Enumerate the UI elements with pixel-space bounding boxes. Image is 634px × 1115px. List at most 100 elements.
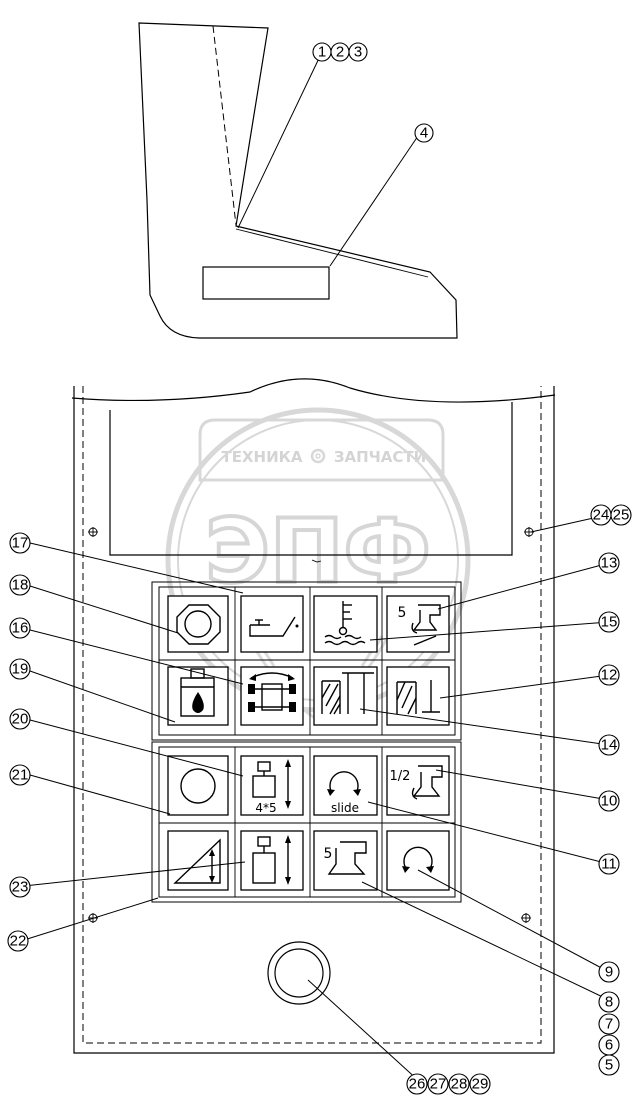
rail-icon [327,841,367,875]
callout-27: 27 [427,1073,449,1095]
callout-6: 6 [598,1034,620,1056]
svg-text:25: 25 [613,507,630,524]
key-tamping[interactable] [313,666,378,726]
mounting-screw [88,527,98,537]
svg-text:17: 17 [12,535,29,552]
callout-24: 24 [590,504,612,526]
svg-text:9: 9 [605,964,613,981]
callout-29: 29 [469,1073,491,1095]
svg-text:27: 27 [430,1076,447,1093]
keypad-lower [151,741,462,903]
rotate-arc-icon [327,771,361,796]
svg-text:15: 15 [601,614,618,631]
svg-text:29: 29 [472,1076,489,1093]
workhead-up-down-icon [252,759,291,809]
callout-13: 13 [598,552,620,574]
callout-23: 23 [9,876,31,898]
rail-icon [411,765,443,800]
callout-28: 28 [448,1073,470,1095]
watermark-text-left: ТЕХНИКА [221,448,302,466]
key-workhead[interactable] [240,830,304,891]
svg-text:18: 18 [12,577,29,594]
svg-text:5: 5 [605,1057,613,1074]
svg-text:23: 23 [12,879,29,896]
fuel-tank-icon [180,668,215,717]
key-label-half: 1/2 [390,769,411,784]
callout-3: 3 [348,42,368,62]
key-oil-level[interactable] [240,595,304,653]
svg-text:13: 13 [601,555,618,572]
callout-9: 9 [598,961,620,983]
mounting-screw [521,913,531,923]
tamping-alt-icon [396,680,440,715]
callout-20: 20 [9,708,31,730]
panel-body [71,378,556,1054]
svg-text:21: 21 [12,767,29,784]
callout-10: 10 [598,790,620,812]
callout-7: 7 [598,1013,620,1035]
svg-text:19: 19 [12,661,29,678]
callout-21: 21 [9,764,31,786]
callout-4: 4 [414,123,434,143]
key-rail-5[interactable]: 5 [386,595,450,653]
svg-text:12: 12 [601,667,618,684]
callout-18: 18 [9,574,31,596]
callout-11: 11 [598,853,620,875]
key-tamping-alt[interactable] [386,666,450,726]
key-slide[interactable]: slide [313,755,378,816]
callout-17: 17 [9,532,31,554]
callout-19: 19 [9,658,31,680]
svg-text:28: 28 [451,1076,468,1093]
svg-text:7: 7 [605,1016,613,1033]
key-label-5-bottom: 5 [324,846,333,862]
nameplate [202,266,330,300]
key-travel-4x5[interactable]: 4*5 [240,755,304,816]
callouts: 1 2 3 4 24 25 17 13 18 15 16 19 12 20 14… [7,42,632,1095]
svg-text:4: 4 [420,125,428,142]
rotate-arc-icon [402,846,434,873]
key-oil-filter[interactable] [167,595,229,653]
key-label-5-top: 5 [398,605,407,621]
watermark-text-right: ЗАПЧАСТИ [334,448,426,466]
svg-text:3: 3 [354,44,362,61]
callout-1: 1 [312,42,332,62]
callout-25: 25 [610,504,632,526]
thermometer-icon [324,601,366,646]
key-label-slide: slide [331,801,359,815]
axle-icon [248,672,296,712]
key-rotate[interactable] [386,830,450,891]
callout-16: 16 [9,617,31,639]
key-rail-half[interactable]: 1/2 [386,755,450,816]
callout-5: 5 [598,1054,620,1076]
oil-can-icon [249,616,299,637]
workhead-up-down-icon [252,835,291,885]
svg-text:11: 11 [601,856,617,873]
watermark-logo-text: ЭПФ [205,500,431,603]
svg-text:14: 14 [601,737,618,754]
svg-text:26: 26 [409,1076,426,1093]
svg-text:20: 20 [12,711,29,728]
key-rail-5-lower[interactable]: 5 [313,830,378,891]
callout-8: 8 [598,991,620,1013]
svg-text:10: 10 [601,793,618,810]
svg-text:24: 24 [593,507,610,524]
callout-15: 15 [598,611,620,633]
svg-text:6: 6 [605,1037,613,1054]
svg-text:8: 8 [605,994,613,1011]
key-axle-swing[interactable] [240,666,304,726]
svg-text:16: 16 [12,620,29,637]
callout-22: 22 [7,930,29,952]
key-circle[interactable] [167,755,229,816]
key-fuel[interactable] [167,666,229,726]
gear-icon [310,448,326,464]
callout-2: 2 [330,42,350,62]
svg-text:22: 22 [10,933,27,950]
leader-lines [23,51,610,1083]
key-cant[interactable] [167,830,229,891]
round-button[interactable] [267,941,331,1005]
callout-14: 14 [598,734,620,756]
key-coolant-temp[interactable] [313,595,378,653]
svg-text:1: 1 [318,44,326,61]
svg-text:2: 2 [336,44,344,61]
